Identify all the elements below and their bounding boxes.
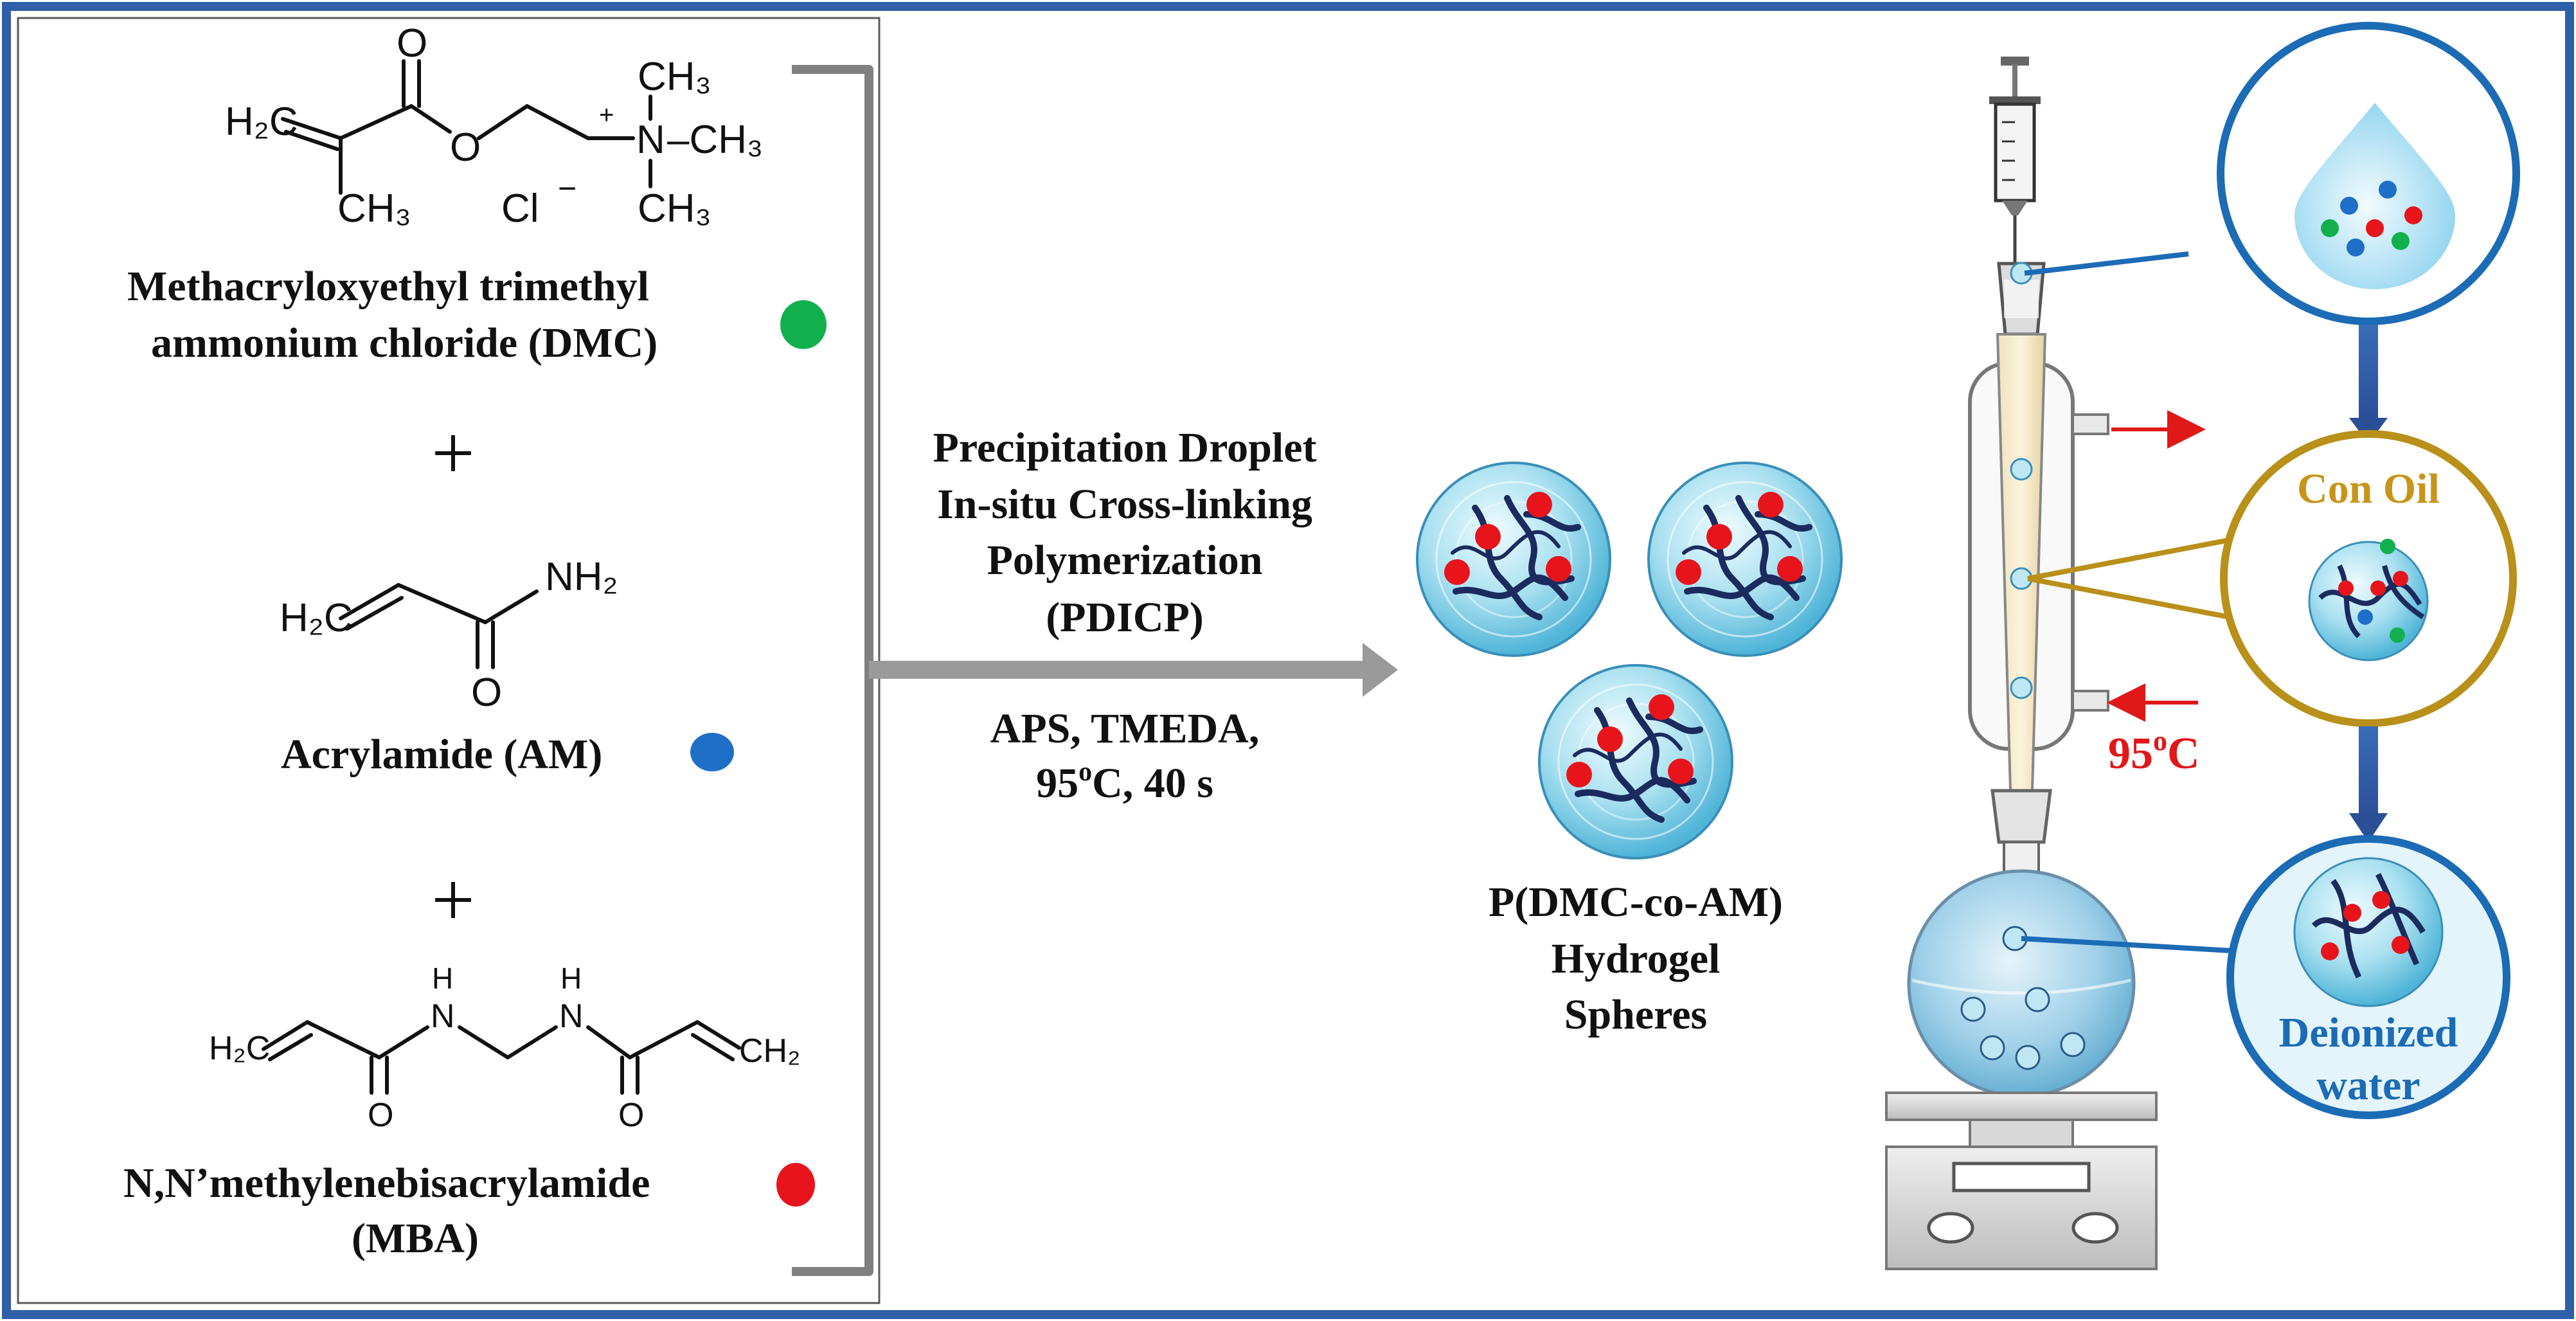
dmc-n-plus: +	[599, 101, 614, 129]
am-color-dot	[690, 733, 734, 771]
monomer-dot	[2347, 238, 2365, 256]
process-line4: (PDICP)	[1046, 594, 1204, 641]
dmc-name-line1: Methacryloxyethyl trimethyl	[127, 263, 649, 310]
down-arrow-1	[2349, 325, 2388, 444]
reactant-bracket	[792, 65, 873, 1276]
inlet-temperature: 95oC	[2108, 725, 2200, 778]
callout-line-oil-lower	[2027, 576, 2247, 623]
am-name: Acrylamide (AM)	[281, 731, 602, 778]
syringe-icon	[1989, 57, 2041, 264]
dmc-name-line2: ammonium chloride (DMC)	[151, 319, 657, 366]
mba-name-line1: N,N’methylenebisacrylamide	[123, 1160, 650, 1207]
crosslink-point	[1566, 762, 1592, 787]
crosslink-point	[1546, 556, 1571, 582]
mba-structure: H₂C O N H N H O CH₂	[209, 962, 800, 1134]
dmc-ch3-right: –CH₃	[667, 118, 763, 162]
crosslink-point	[1649, 694, 1674, 720]
mba-n1: N	[431, 998, 455, 1035]
mba-ch2: CH₂	[739, 1032, 800, 1070]
mba-n2: N	[559, 998, 584, 1035]
reaction-arrow	[869, 643, 1398, 697]
dmc-cl: Cl	[501, 186, 539, 231]
dmc-structure: H₂C CH₃ O O + N CH₃ –CH₃ CH₃ Cl −	[225, 21, 763, 231]
monomer-dot	[2404, 206, 2422, 224]
water-callout: Deionized water	[2226, 835, 2510, 1119]
crosslink-point	[1444, 559, 1470, 585]
mba-h2c: H₂C	[209, 1030, 270, 1067]
monomer-dot	[2379, 181, 2397, 199]
dmc-color-dot	[780, 300, 827, 349]
hydrogel-sphere-3	[1538, 664, 1733, 859]
am-nh2: NH₂	[545, 555, 618, 599]
monomer-dot	[2392, 232, 2410, 250]
monomer-dot	[2321, 219, 2339, 237]
crosslink-point	[1676, 559, 1701, 585]
dmc-ch3-top: CH₃	[638, 55, 711, 99]
mba-h1: H	[432, 962, 453, 995]
product-line3: Spheres	[1564, 991, 1708, 1038]
callout-line-oil-upper	[2027, 534, 2247, 581]
monomer-dot	[2340, 197, 2358, 215]
am-o: O	[471, 670, 502, 715]
callout-line-water	[2021, 936, 2244, 954]
process-line3: Polymerization	[987, 537, 1263, 584]
plus-sign-1: +	[431, 410, 475, 496]
conditions-line2: 95oC, 40 s	[1036, 757, 1213, 807]
dmc-cl-minus: −	[558, 170, 577, 206]
mba-h2: H	[560, 962, 582, 995]
monomer-dot	[2366, 219, 2384, 237]
crosslink-point	[1475, 524, 1501, 550]
dmc-ch3-branch: CH₃	[337, 186, 411, 231]
callout-line-top	[2024, 251, 2189, 276]
conditions-line1: APS, TMEDA,	[990, 705, 1260, 752]
crosslink-point	[1758, 492, 1784, 517]
hydrogel-sphere-2	[1647, 462, 1843, 657]
dmc-o-ester: O	[450, 125, 481, 170]
am-structure: H₂C NH₂ O	[280, 555, 618, 715]
water-label-line2: water	[2316, 1062, 2420, 1109]
down-arrow-2	[2349, 726, 2388, 842]
round-bottom-flask	[1907, 869, 2136, 1098]
mba-name-line2: (MBA)	[352, 1215, 479, 1262]
crosslink-point	[1706, 524, 1732, 550]
process-line1: Precipitation Droplet	[933, 424, 1317, 471]
water-label-line1: Deionized	[2279, 1009, 2458, 1056]
dmc-ch3-bottom: CH₃	[638, 186, 711, 231]
crosslink-point	[1668, 759, 1694, 784]
left-panel-border	[17, 17, 881, 1304]
droplet-icon	[2294, 103, 2455, 289]
dmc-n: N	[636, 118, 665, 162]
dmc-o-carbonyl: O	[397, 21, 427, 66]
droplet-callout	[2217, 22, 2520, 325]
product-line1: P(DMC-co-AM)	[1489, 879, 1783, 926]
crosslink-point	[1777, 556, 1803, 582]
oil-callout: Con Oil	[2220, 430, 2517, 727]
process-line2: In-situ Cross-linking	[937, 481, 1312, 528]
plus-sign-2: +	[431, 857, 475, 942]
oil-label: Con Oil	[2297, 465, 2440, 512]
crosslink-point	[1526, 492, 1552, 517]
hot-plate	[1885, 1092, 2158, 1270]
hydrogel-sphere-1	[1416, 462, 1611, 657]
mba-o2: O	[618, 1097, 644, 1134]
crosslink-point	[1597, 726, 1623, 752]
mba-color-dot	[776, 1163, 815, 1207]
mba-o1: O	[368, 1097, 393, 1134]
product-line2: Hydrogel	[1552, 935, 1721, 982]
